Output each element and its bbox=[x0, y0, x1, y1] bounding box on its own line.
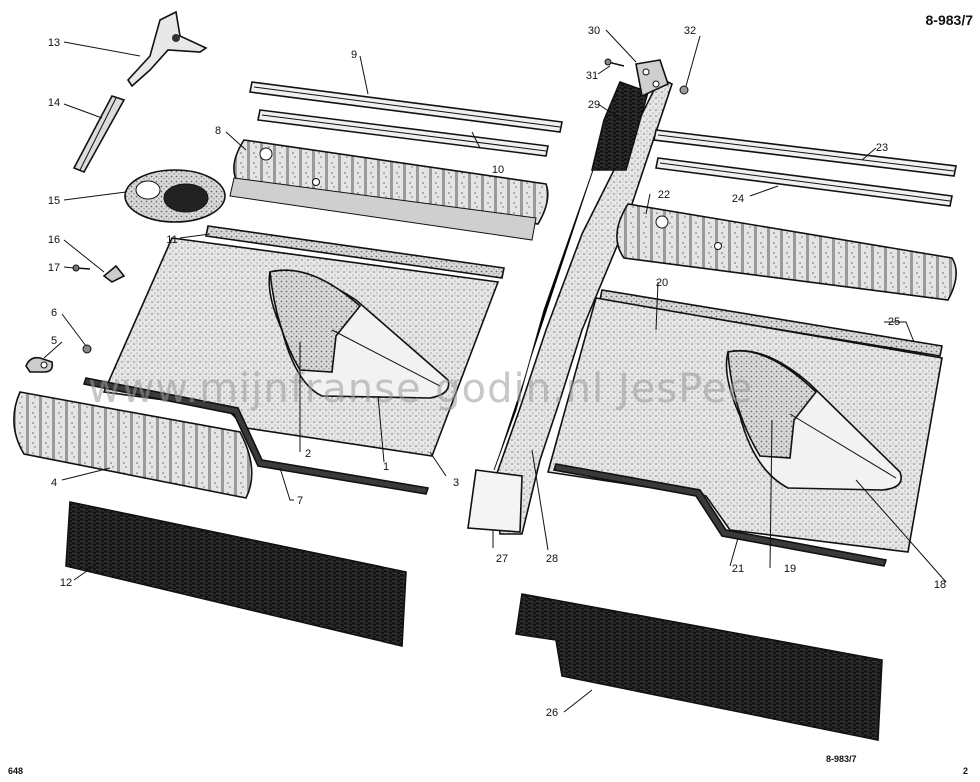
callout-10: 10 bbox=[492, 164, 504, 176]
part-6-screw bbox=[82, 344, 92, 354]
callout-15: 15 bbox=[48, 195, 60, 207]
callout-20: 20 bbox=[656, 277, 668, 289]
part-25-trim-strip bbox=[599, 289, 943, 357]
part-11-trim-strip bbox=[205, 225, 505, 279]
callout-25: 25 bbox=[888, 316, 900, 328]
part-30-bracket bbox=[635, 59, 669, 98]
callout-19: 19 bbox=[784, 563, 796, 575]
part-2-armrest bbox=[268, 269, 450, 399]
part-14-strip bbox=[72, 95, 126, 174]
part-21-strip bbox=[552, 463, 888, 567]
part-23-rail bbox=[653, 129, 957, 177]
callout-23: 23 bbox=[876, 142, 888, 154]
part-9-rail bbox=[249, 81, 563, 133]
callout-27: 27 bbox=[496, 553, 508, 565]
callout-11: 11 bbox=[166, 234, 177, 246]
callout-17: 17 bbox=[48, 262, 60, 274]
part-26-mat bbox=[515, 593, 883, 741]
callout-14: 14 bbox=[48, 97, 60, 109]
callout-2: 2 bbox=[305, 448, 311, 460]
callout-8: 8 bbox=[215, 125, 221, 137]
callout-30: 30 bbox=[588, 25, 600, 37]
callout-22: 22 bbox=[658, 189, 670, 201]
callout-21: 21 bbox=[732, 563, 744, 575]
callout-29: 29 bbox=[588, 99, 600, 111]
part-27-cover bbox=[467, 469, 523, 533]
callout-7: 7 bbox=[297, 495, 303, 507]
leader-lines bbox=[43, 29, 947, 713]
part-13-bracket bbox=[126, 10, 208, 88]
callout-24: 24 bbox=[732, 193, 744, 205]
callout-5: 5 bbox=[51, 335, 57, 347]
page-number-left: 648 bbox=[8, 766, 23, 776]
part-32-screw bbox=[679, 85, 689, 95]
callout-12: 12 bbox=[60, 577, 72, 589]
callout-13: 13 bbox=[48, 37, 60, 49]
callout-31: 31 bbox=[586, 70, 598, 82]
callout-26: 26 bbox=[546, 707, 558, 719]
part-17-screw bbox=[72, 264, 91, 272]
callout-9: 9 bbox=[351, 49, 357, 61]
callout-18: 18 bbox=[934, 579, 946, 591]
callout-3: 3 bbox=[453, 477, 459, 489]
drawing-code-header: 8-983/7 bbox=[926, 12, 974, 28]
part-10-rail bbox=[257, 109, 549, 157]
callout-4: 4 bbox=[51, 477, 57, 489]
callout-28: 28 bbox=[546, 553, 558, 565]
callout-1: 1 bbox=[383, 461, 389, 473]
part-16-clip bbox=[102, 264, 126, 283]
part-31-screw bbox=[604, 58, 625, 67]
callout-32: 32 bbox=[684, 25, 696, 37]
part-8-top-roll bbox=[229, 139, 549, 241]
callout-6: 6 bbox=[51, 307, 57, 319]
part-7-strip bbox=[82, 377, 430, 495]
watermark: www.mijnfranse godin.nl JesPee bbox=[88, 366, 753, 412]
part-24-rail bbox=[655, 157, 953, 207]
page-number-right: 2 bbox=[963, 766, 968, 776]
part-22-top-roll bbox=[616, 203, 957, 301]
part-5-clip bbox=[25, 356, 54, 373]
part-12-mat bbox=[65, 501, 407, 648]
part-4-kick-pad bbox=[13, 391, 253, 499]
part-19-armrest bbox=[725, 349, 902, 491]
drawing-code-footer: 8-983/7 bbox=[826, 754, 857, 764]
callout-16: 16 bbox=[48, 234, 60, 246]
part-15-escutcheon bbox=[124, 169, 226, 223]
